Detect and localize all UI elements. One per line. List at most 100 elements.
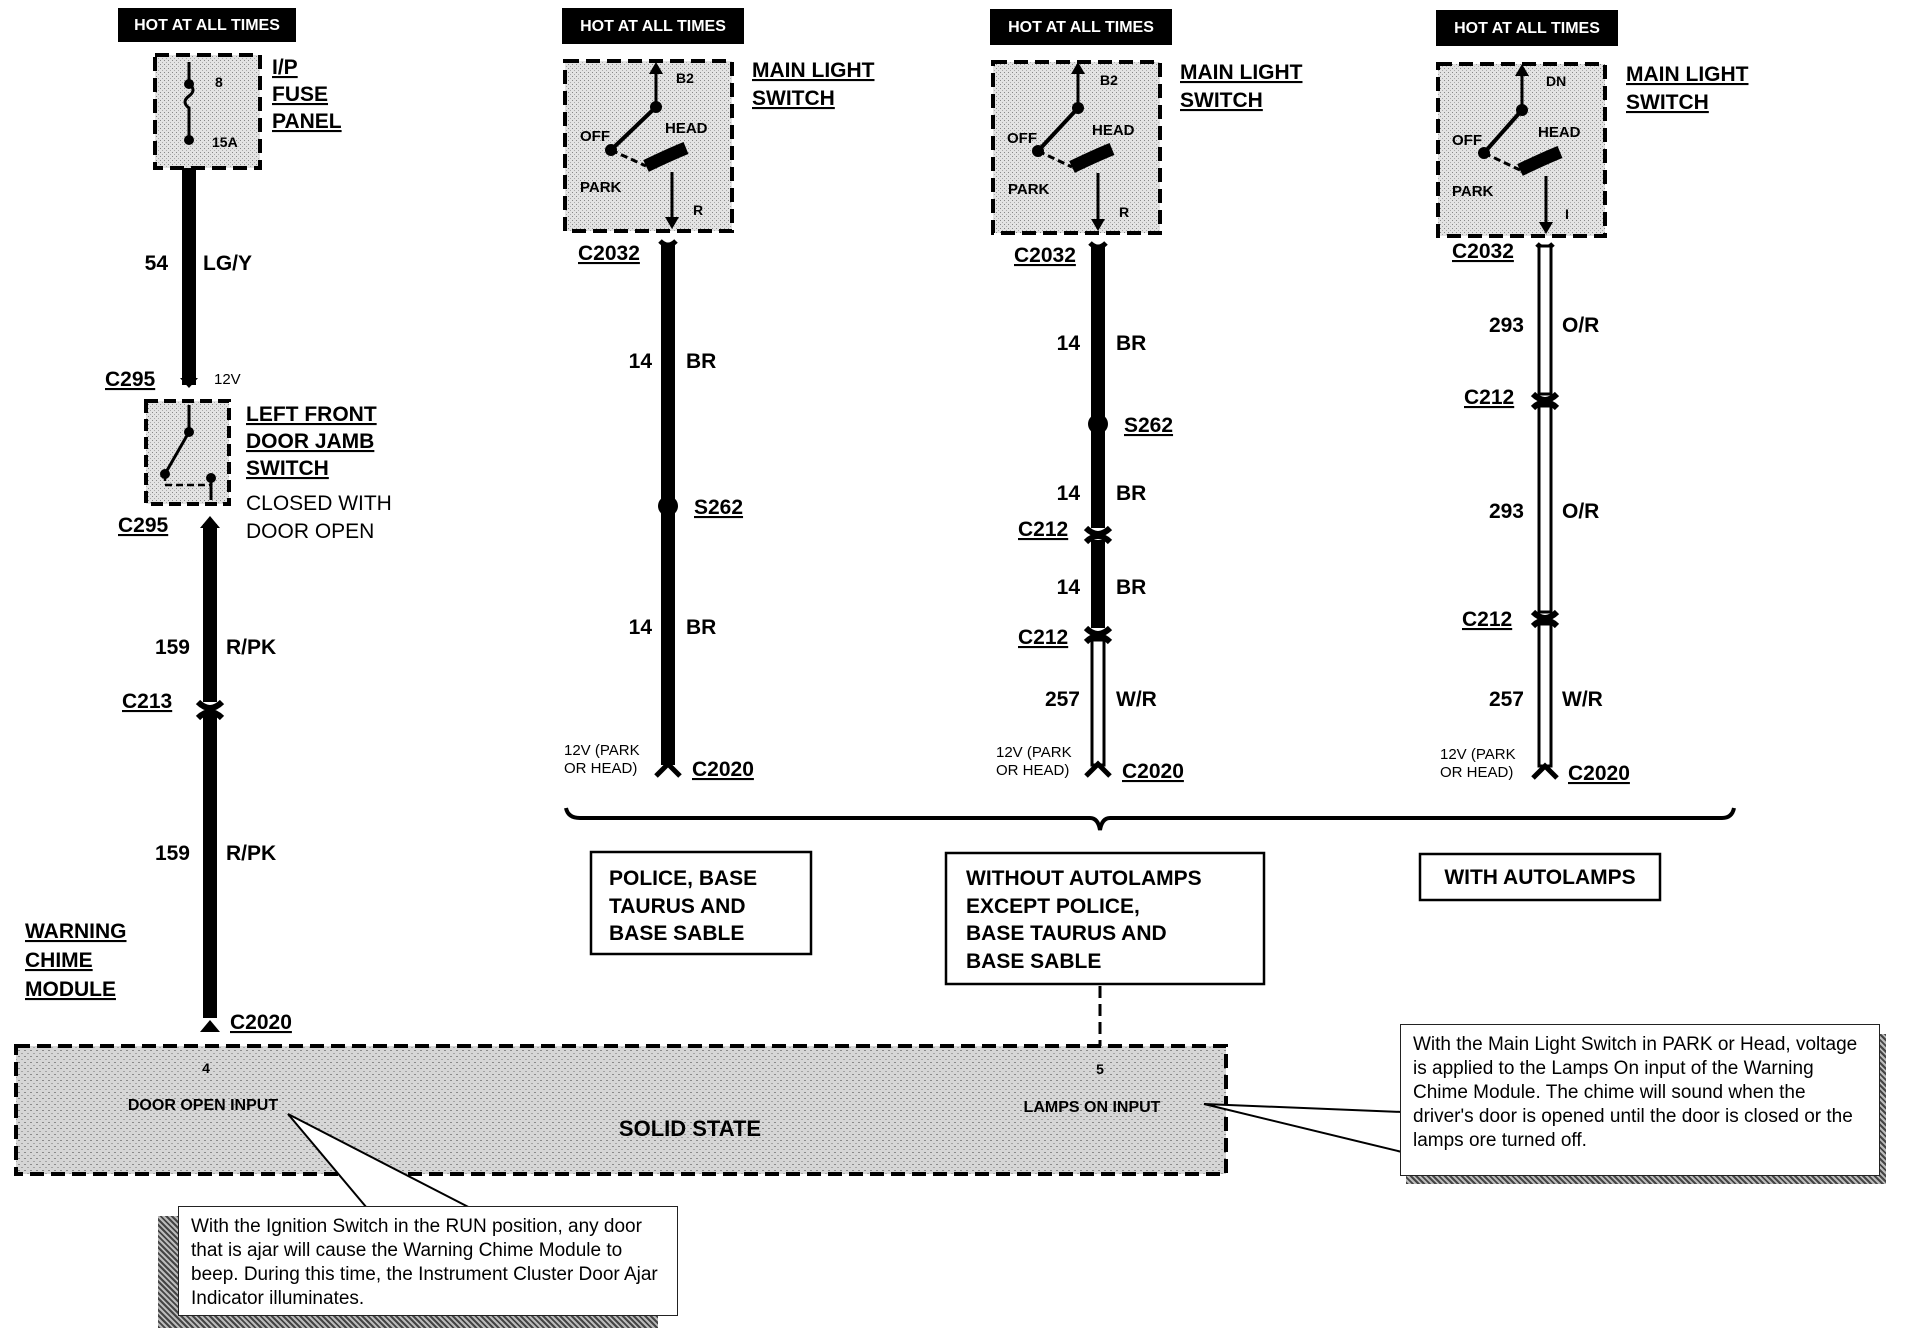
lamps-note-text: With the Main Light Switch in PARK or He… (1413, 1034, 1858, 1151)
col1-wire-159-upper (195, 516, 225, 711)
col1-hot-text: HOT AT ALL TIMES (134, 17, 280, 34)
col2-pos-off: OFF (580, 128, 610, 145)
col4-switch-label-1: MAIN LIGHT (1626, 63, 1749, 86)
col3-terminal-top: B2 (1100, 72, 1118, 88)
col3-switch-label-2: SWITCH (1180, 89, 1263, 112)
col4-pos-head: HEAD (1538, 124, 1581, 141)
col2-hot-label: HOT AT ALL TIMES (562, 8, 744, 44)
col1-wire3-color: R/PK (226, 842, 276, 865)
col2-switch-label-1: MAIN LIGHT (752, 59, 875, 82)
col4-switch-label-2: SWITCH (1626, 91, 1709, 114)
col2-terminal-bottom: R (693, 202, 703, 218)
col4-terminal-top: DN (1546, 73, 1566, 89)
fuse-rating: 15A (212, 134, 238, 150)
col2-variant-3: BASE SABLE (609, 922, 744, 945)
col4-variant: WITH AUTOLAMPS (1444, 866, 1635, 889)
col4-wire2-circuit: 293 (1489, 500, 1524, 523)
col3-wire3-circuit: 14 (1057, 576, 1081, 599)
module-label-2: CHIME (25, 949, 93, 972)
module-label-3: MODULE (25, 978, 116, 1001)
lamps-on-input: LAMPS ON INPUT (1024, 1099, 1161, 1116)
col3-pos-off: OFF (1007, 130, 1037, 147)
col3-wire1-color: BR (1116, 332, 1146, 355)
fuse-panel: 8 15A (153, 53, 262, 170)
col1-conn-bottom: C295 (118, 514, 169, 537)
col4-conn-bottom: C2020 (1568, 762, 1630, 785)
col1-conn-module: C2020 (230, 1011, 292, 1034)
col3-terminal-bottom: R (1119, 204, 1129, 220)
col3-voltage-1: 12V (PARK (996, 744, 1072, 761)
col4-conn-top: C2032 (1452, 240, 1514, 263)
col3-wire1-circuit: 14 (1057, 332, 1081, 355)
col3-wire2-color: BR (1116, 482, 1146, 505)
lamps-callout-pointer (1203, 1103, 1403, 1154)
col1-wire-159-lower (195, 709, 225, 1032)
col3-variant-2: EXCEPT POLICE, (966, 895, 1140, 918)
col3-splice: S262 (1124, 414, 1173, 437)
col3-conn-mid1: C212 (1018, 518, 1068, 541)
pin-lamps: 5 (1096, 1061, 1104, 1077)
fuse-label-3: PANEL (272, 110, 342, 133)
col3-wire (1083, 241, 1113, 778)
switch-state-1: CLOSED WITH (246, 492, 392, 515)
col3-splice-dot (1088, 414, 1108, 434)
col2-pos-head: HEAD (665, 120, 708, 137)
variant-box-with-autolamps: WITH AUTOLAMPS (1418, 852, 1662, 902)
col3-voltage-2: OR HEAD) (996, 762, 1069, 779)
col4-wire3-circuit: 257 (1489, 688, 1524, 711)
door-jamb-switch (144, 399, 231, 506)
col3-pos-head: HEAD (1092, 122, 1135, 139)
switch-state-2: DOOR OPEN (246, 520, 374, 543)
variant-box-police: POLICE, BASE TAURUS AND BASE SABLE (589, 850, 813, 956)
col3-conn-top: C2032 (1014, 244, 1076, 267)
col4-conn-mid1: C212 (1464, 386, 1514, 409)
col2-splice: S262 (694, 496, 743, 519)
col2-wire2-color: BR (686, 616, 716, 639)
col3-wire2-circuit: 14 (1057, 482, 1081, 505)
solid-state-label: SOLID STATE (619, 1116, 761, 1141)
col2-wire1-color: BR (686, 350, 716, 373)
col4-voltage-1: 12V (PARK (1440, 746, 1516, 763)
col3-variant-4: BASE SABLE (966, 950, 1101, 973)
col2-splice-dot (658, 496, 678, 516)
switch-label-2: DOOR JAMB (246, 430, 374, 453)
module-label-1: WARNING (25, 920, 127, 943)
col4-wire1-color: O/R (1562, 314, 1599, 337)
switch-label-1: LEFT FRONT (246, 403, 377, 426)
pin-door: 4 (202, 1060, 210, 1076)
col4-wire1-circuit: 293 (1489, 314, 1524, 337)
col1-wire2-color: R/PK (226, 636, 276, 659)
fuse-number: 8 (215, 74, 223, 90)
variant-brace (564, 807, 1736, 831)
col1-conn-mid: C213 (122, 690, 172, 713)
door-note: With the Ignition Switch in the RUN posi… (178, 1206, 678, 1316)
col2-voltage-2: OR HEAD) (564, 760, 637, 777)
col3-hot-label: HOT AT ALL TIMES (990, 9, 1172, 45)
col4-conn-mid2: C212 (1462, 608, 1512, 631)
col3-hot-text: HOT AT ALL TIMES (1008, 19, 1154, 36)
variant-box-without-autolamps: WITHOUT AUTOLAMPS EXCEPT POLICE, BASE TA… (944, 851, 1266, 986)
col2-hot-text: HOT AT ALL TIMES (580, 18, 726, 35)
switch-label-3: SWITCH (246, 457, 329, 480)
col4-hot-text: HOT AT ALL TIMES (1454, 20, 1600, 37)
door-open-input: DOOR OPEN INPUT (128, 1097, 278, 1114)
col4-terminal-bottom: I (1565, 206, 1569, 222)
col1-wire1-color: LG/Y (203, 252, 252, 275)
col3-wire3-color: BR (1116, 576, 1146, 599)
fuse-label-1: I/P (272, 56, 298, 79)
col4-pos-off: OFF (1452, 132, 1482, 149)
col4-main-light-switch (1436, 62, 1607, 238)
col2-main-light-switch (563, 59, 734, 233)
col4-voltage-2: OR HEAD) (1440, 764, 1513, 781)
col4-pos-park: PARK (1452, 183, 1494, 200)
col1-conn-top: C295 (105, 368, 156, 391)
col2-wire1-circuit: 14 (629, 350, 653, 373)
col3-wire4-color: W/R (1116, 688, 1157, 711)
col4-wire (1530, 242, 1560, 780)
col4-wire3-color: W/R (1562, 688, 1603, 711)
col2-terminal-top: B2 (676, 70, 694, 86)
fuse-label-2: FUSE (272, 83, 328, 106)
col3-pos-park: PARK (1008, 181, 1050, 198)
col2-variant-1: POLICE, BASE (609, 867, 757, 890)
